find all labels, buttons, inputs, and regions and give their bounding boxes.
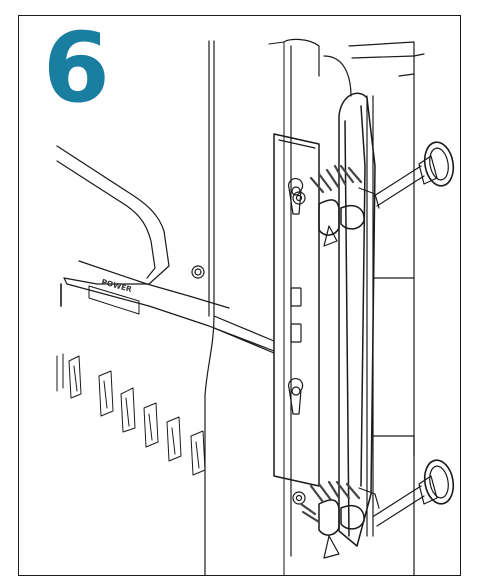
lower-rod xyxy=(373,459,455,527)
upper-rod xyxy=(373,141,455,207)
connector-ports xyxy=(56,353,206,476)
power-housing xyxy=(56,145,275,354)
instruction-frame: POWER xyxy=(18,15,461,576)
step-number: 6 xyxy=(43,15,110,124)
lower-wing-nut xyxy=(292,480,380,559)
mounting-plate xyxy=(273,133,320,487)
mounting-illustration: POWER xyxy=(56,38,455,575)
power-label: POWER xyxy=(100,277,133,294)
upper-wing-nut xyxy=(292,164,380,247)
wall-frame xyxy=(348,41,425,575)
bracket-arms xyxy=(338,92,376,547)
